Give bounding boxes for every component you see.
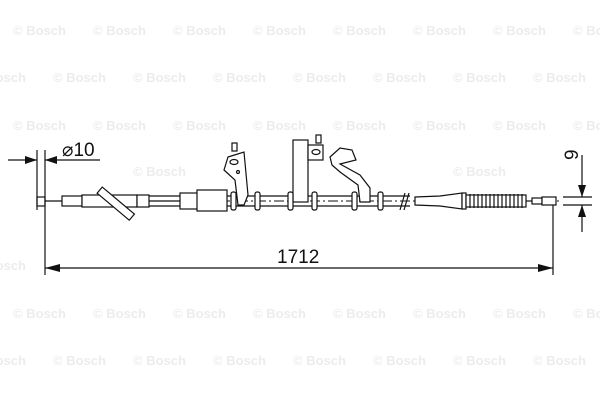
watermark-text: © Bosch — [373, 353, 426, 368]
watermark-text: © Bosch — [493, 118, 546, 133]
watermark-text: © Bosch — [13, 23, 66, 38]
watermark-text: © Bosch — [93, 306, 146, 321]
watermark-text: © Bosch — [573, 118, 600, 133]
watermark-text: © Bosch — [373, 70, 426, 85]
watermark-text: © Bosch — [133, 164, 186, 179]
watermark-text: © Bosch — [0, 70, 26, 85]
left-end-nipple — [36, 196, 46, 207]
end-width-label: 9 — [562, 149, 583, 160]
watermark-text: © Bosch — [493, 306, 546, 321]
cable — [36, 134, 557, 222]
watermark-text: © Bosch — [173, 118, 226, 133]
watermark-text: © Bosch — [0, 353, 26, 368]
ring-clamps — [230, 191, 384, 211]
left-spring — [136, 194, 150, 208]
angled-clip — [96, 186, 136, 222]
watermark-text: © Bosch — [13, 118, 66, 133]
watermark-text: © Bosch — [293, 70, 346, 85]
watermark-text: © Bosch — [413, 118, 466, 133]
right-spring — [465, 194, 527, 208]
watermark-text: © Bosch — [493, 23, 546, 38]
mounting-bracket-2 — [292, 139, 309, 203]
mounting-bracket-3 — [329, 147, 371, 203]
watermark-text: © Bosch — [253, 118, 306, 133]
watermark-text: © Bosch — [293, 353, 346, 368]
watermark-text: © Bosch — [453, 353, 506, 368]
watermark-text: © Bosch — [573, 23, 600, 38]
length-dimension: 1712 — [45, 205, 554, 275]
watermark-text: © Bosch — [173, 306, 226, 321]
watermark-text: © Bosch — [213, 70, 266, 85]
watermark-text: © Bosch — [53, 70, 106, 85]
watermark-text: © Bosch — [333, 118, 386, 133]
watermark-text: © Bosch — [173, 23, 226, 38]
watermark-text: © Bosch — [53, 353, 106, 368]
watermark-text: © Bosch — [213, 353, 266, 368]
watermark-text: © Bosch — [93, 118, 146, 133]
watermark-text: © Bosch — [253, 306, 306, 321]
watermark-layer: © Bosch © Bosch © Bosch © Bosch © Bosch © Bos… — [0, 23, 600, 368]
watermark-text: © Bosch — [133, 70, 186, 85]
watermark-text: © Bosch — [93, 23, 146, 38]
watermark-text: © Bosch — [533, 353, 586, 368]
cable-housing-block — [196, 189, 228, 212]
watermark-text: © Bosch — [453, 164, 506, 179]
watermark-text: © Bosch — [13, 306, 66, 321]
mounting-bracket-1 — [223, 151, 249, 206]
watermark-text: © Bosch — [533, 70, 586, 85]
length-label: 1712 — [277, 247, 319, 268]
right-end-nipple — [541, 196, 557, 206]
end-width-dimension: 9 — [562, 149, 592, 232]
watermark-text: © Bosch — [333, 306, 386, 321]
watermark-text: © Bosch — [333, 23, 386, 38]
watermark-text: © Bosch — [0, 258, 26, 273]
watermark-text: © Bosch — [453, 70, 506, 85]
watermark-text: © Bosch — [413, 306, 466, 321]
diameter-dimension: ⌀10 — [8, 140, 100, 275]
right-end-fitting — [531, 197, 543, 205]
watermark-text: © Bosch — [253, 23, 306, 38]
right-sleeve — [414, 192, 463, 210]
watermark-text: © Bosch — [133, 353, 186, 368]
watermark-text: © Bosch — [413, 23, 466, 38]
watermark-text: © Bosch — [573, 306, 600, 321]
diameter-label: ⌀10 — [62, 140, 95, 161]
left-end-fitting — [61, 195, 83, 207]
